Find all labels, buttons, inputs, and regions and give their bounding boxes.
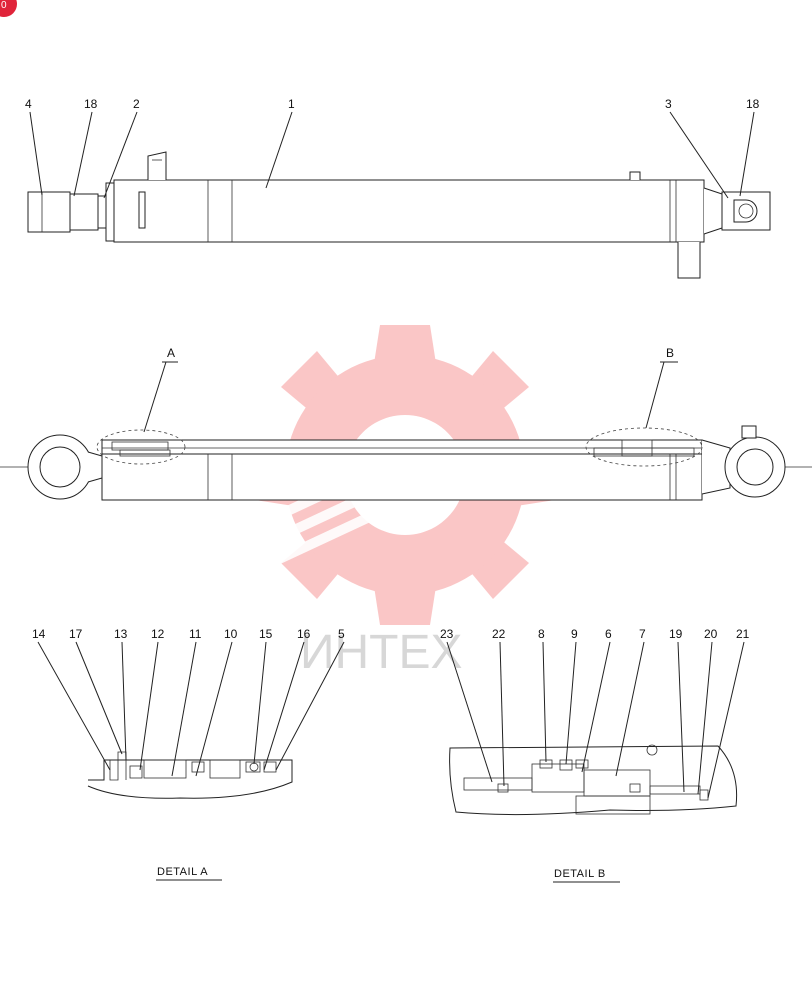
cylinder-top-view	[27, 151, 771, 279]
label-23: 23	[440, 627, 454, 641]
label-1: 1	[288, 97, 295, 111]
label-10: 10	[224, 627, 238, 641]
detail-b-view	[449, 744, 738, 816]
label-18-left: 18	[84, 97, 98, 111]
detail-a-caption: DETAIL A	[157, 866, 208, 878]
label-4: 4	[25, 97, 32, 111]
label-3: 3	[665, 97, 672, 111]
detail-b-labels: 23 22 8 9 6 7 19 20 21	[440, 627, 750, 799]
label-22: 22	[492, 627, 506, 641]
corner-badge: 0	[0, 0, 17, 17]
label-20: 20	[704, 627, 718, 641]
label-21: 21	[736, 627, 750, 641]
label-17: 17	[69, 627, 83, 641]
label-13: 13	[114, 627, 128, 641]
label-5: 5	[338, 627, 345, 641]
label-16: 16	[297, 627, 311, 641]
detail-b-caption: DETAIL B	[554, 868, 606, 880]
label-7: 7	[639, 627, 646, 641]
label-2: 2	[133, 97, 140, 111]
watermark-text: ИНТЕХ	[300, 626, 463, 679]
label-8: 8	[538, 627, 545, 641]
label-11: 11	[189, 627, 202, 641]
corner-badge-text: 0	[1, 0, 7, 11]
cylinder-section-view	[0, 425, 812, 501]
label-B: B	[666, 346, 674, 360]
label-12: 12	[151, 627, 165, 641]
label-14: 14	[32, 627, 46, 641]
detail-a-labels: 14 17 13 12 11 10 15 16 5	[32, 627, 345, 777]
label-A: A	[167, 346, 175, 360]
label-19: 19	[669, 627, 683, 641]
detail-a-view	[87, 751, 293, 799]
section-labels: A B	[143, 346, 678, 433]
label-9: 9	[571, 627, 578, 641]
label-15: 15	[259, 627, 273, 641]
label-6: 6	[605, 627, 612, 641]
top-labels: 4 18 2 1 3 18	[25, 97, 760, 199]
label-18-right: 18	[746, 97, 760, 111]
